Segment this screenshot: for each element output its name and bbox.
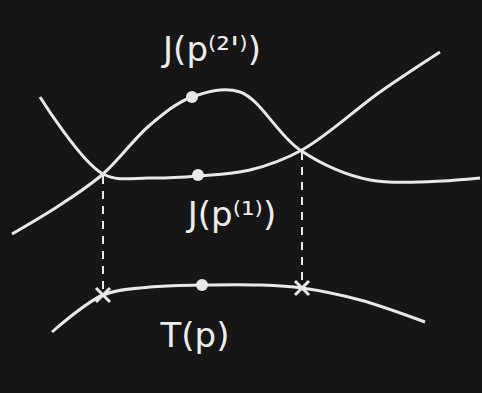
dashed-projection — [301, 152, 303, 285]
curve-label: T(p) — [161, 317, 230, 354]
cross-mark — [96, 288, 110, 302]
curve-label: J(p⁽²'⁾) — [163, 31, 261, 68]
dashed-projection — [102, 176, 104, 292]
point-dot — [192, 169, 204, 181]
point-dot — [196, 279, 208, 291]
curve-label: J(p⁽¹⁾) — [188, 196, 276, 233]
cross-mark — [295, 281, 309, 295]
lower-curve — [40, 52, 440, 179]
point-dot — [186, 91, 198, 103]
upper-curve — [12, 90, 480, 234]
bottom-curve — [52, 285, 425, 332]
